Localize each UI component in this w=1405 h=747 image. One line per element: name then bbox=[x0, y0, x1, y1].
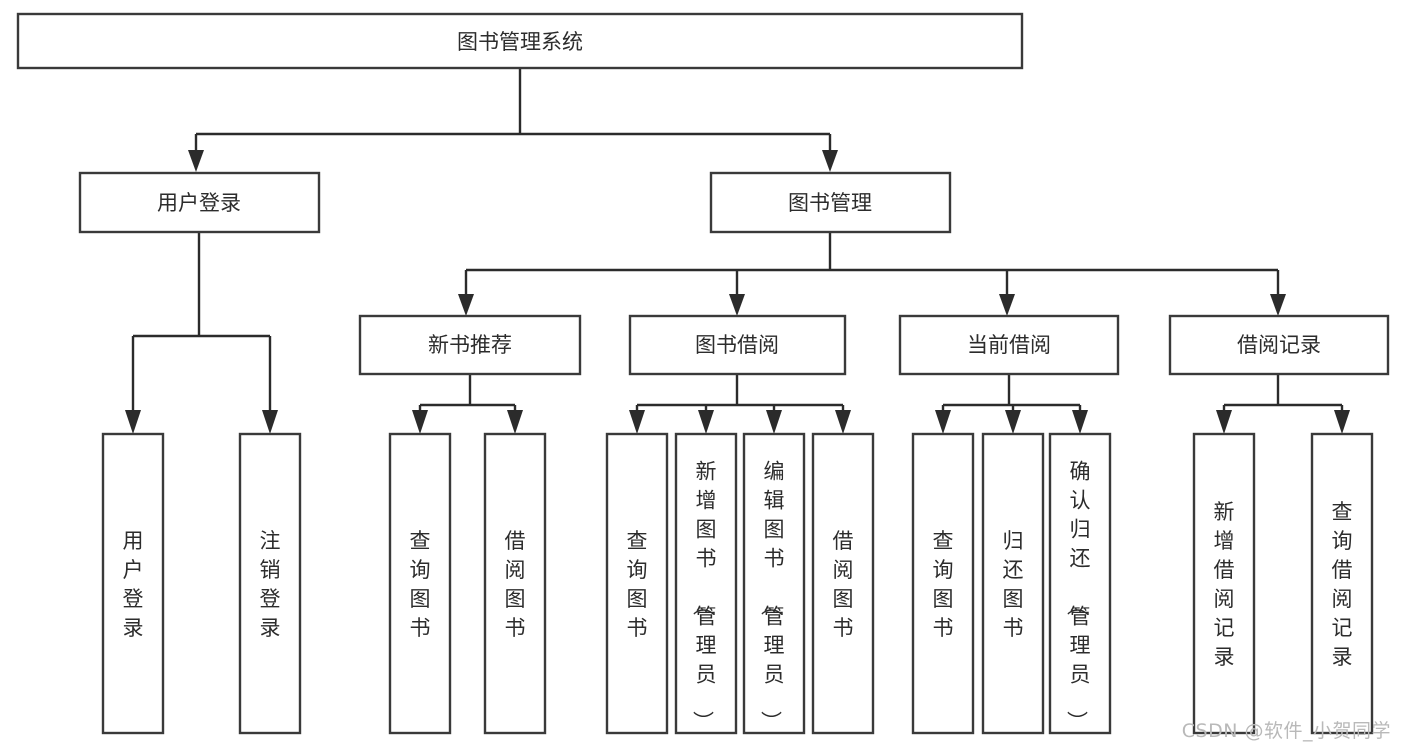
node-leaf-logout-label: 注销登录 bbox=[260, 529, 281, 640]
node-leaf-borrow-book-2-box[interactable] bbox=[811, 432, 875, 735]
arrow-head-current-leaf-2 bbox=[1005, 410, 1021, 434]
node-leaf-edit-book-admin-label: 编辑图书（管理员） bbox=[759, 460, 785, 732]
node-leaf-borrow-book-1-box[interactable] bbox=[483, 432, 547, 735]
node-leaf-edit-book-admin-box[interactable] bbox=[742, 432, 806, 735]
node-book-management-label: 图书管理 bbox=[788, 191, 872, 215]
arrow-head-book-mgmt bbox=[822, 150, 838, 172]
node-book-borrow-label: 图书借阅 bbox=[695, 333, 779, 357]
node-leaf-edit-book-admin[interactable]: 编辑图书（管理员） bbox=[742, 432, 806, 735]
arrow-head-borrow-leaf-3 bbox=[766, 410, 782, 434]
node-new-book-recommend-label: 新书推荐 bbox=[428, 333, 512, 357]
node-leaf-borrow-book-1[interactable]: 借阅图书 bbox=[483, 432, 547, 735]
node-leaf-confirm-return-admin[interactable]: 确认归还（管理员） bbox=[1048, 432, 1112, 735]
node-leaf-borrow-book-1-label: 借阅图书 bbox=[505, 529, 526, 640]
node-leaf-query-book-1-box[interactable] bbox=[388, 432, 452, 735]
node-root-box[interactable] bbox=[16, 12, 1024, 70]
node-leaf-add-borrow-record[interactable]: 新增借阅记录 bbox=[1192, 432, 1256, 735]
node-leaf-logout-box[interactable] bbox=[238, 432, 302, 735]
node-borrow-record[interactable]: 借阅记录 bbox=[1168, 314, 1390, 376]
node-current-borrow-label: 当前借阅 bbox=[967, 333, 1051, 357]
arrow-head-current-leaf-3 bbox=[1072, 410, 1088, 434]
arrow-head-new-book-rec bbox=[458, 294, 474, 316]
node-user-login[interactable]: 用户登录 bbox=[78, 171, 321, 234]
node-leaf-add-book-admin-box[interactable] bbox=[674, 432, 738, 735]
node-leaf-add-book-admin-label: 新增图书（管理员） bbox=[691, 460, 717, 732]
node-leaf-query-borrow-record-label: 查询借阅记录 bbox=[1332, 500, 1353, 669]
arrow-head-borrow-leaf-4 bbox=[835, 410, 851, 434]
node-leaf-user-login-label: 用户登录 bbox=[123, 529, 144, 640]
node-current-borrow[interactable]: 当前借阅 bbox=[898, 314, 1120, 376]
node-user-login-label: 用户登录 bbox=[157, 191, 241, 215]
node-borrow-record-box[interactable] bbox=[1168, 314, 1390, 376]
node-leaf-confirm-return-admin-label: 确认归还（管理员） bbox=[1065, 460, 1091, 732]
node-leaf-query-borrow-record[interactable]: 查询借阅记录 bbox=[1310, 432, 1374, 735]
arrow-head-current-leaf-1 bbox=[935, 410, 951, 434]
node-book-management[interactable]: 图书管理 bbox=[709, 171, 952, 234]
arrow-head-current-borrow bbox=[999, 294, 1015, 316]
arrow-head-record-leaf-2 bbox=[1334, 410, 1350, 434]
arrow-head-leaf-logout bbox=[262, 410, 278, 434]
node-leaf-borrow-book-2-label: 借阅图书 bbox=[833, 529, 854, 640]
arrow-head-newbook-leaf-2 bbox=[507, 410, 523, 434]
node-leaf-query-book-1[interactable]: 查询图书 bbox=[388, 432, 452, 735]
node-leaf-query-book-3-box[interactable] bbox=[911, 432, 975, 735]
node-current-borrow-box[interactable] bbox=[898, 314, 1120, 376]
arrow-head-newbook-leaf-1 bbox=[412, 410, 428, 434]
node-leaf-confirm-return-admin-box[interactable] bbox=[1048, 432, 1112, 735]
node-borrow-record-label: 借阅记录 bbox=[1237, 333, 1321, 357]
node-leaf-query-borrow-record-box[interactable] bbox=[1310, 432, 1374, 735]
arrow-head-user-login bbox=[188, 150, 204, 172]
node-new-book-recommend[interactable]: 新书推荐 bbox=[358, 314, 582, 376]
arrow-head-record-leaf-1 bbox=[1216, 410, 1232, 434]
node-leaf-query-book-1-label: 查询图书 bbox=[410, 529, 431, 640]
arrow-head-leaf-user-login bbox=[125, 410, 141, 434]
node-leaf-add-borrow-record-label: 新增借阅记录 bbox=[1214, 500, 1235, 669]
node-root[interactable]: 图书管理系统 bbox=[16, 12, 1024, 70]
node-leaf-return-book-box[interactable] bbox=[981, 432, 1045, 735]
node-leaf-borrow-book-2[interactable]: 借阅图书 bbox=[811, 432, 875, 735]
node-leaf-query-book-3-label: 查询图书 bbox=[933, 529, 954, 640]
arrow-head-borrow-record bbox=[1270, 294, 1286, 316]
node-leaf-user-login[interactable]: 用户登录 bbox=[101, 432, 165, 735]
arrow-head-borrow-leaf-1 bbox=[629, 410, 645, 434]
node-leaf-add-borrow-record-box[interactable] bbox=[1192, 432, 1256, 735]
arrow-head-book-borrow bbox=[729, 294, 745, 316]
node-leaf-logout[interactable]: 注销登录 bbox=[238, 432, 302, 735]
node-leaf-query-book-3[interactable]: 查询图书 bbox=[911, 432, 975, 735]
connector-layer bbox=[125, 68, 1350, 434]
node-book-borrow[interactable]: 图书借阅 bbox=[628, 314, 847, 376]
node-book-borrow-box[interactable] bbox=[628, 314, 847, 376]
node-new-book-recommend-box[interactable] bbox=[358, 314, 582, 376]
node-leaf-return-book-label: 归还图书 bbox=[1003, 529, 1024, 640]
node-leaf-query-book-2-label: 查询图书 bbox=[627, 529, 648, 640]
node-leaf-query-book-2-box[interactable] bbox=[605, 432, 669, 735]
node-root-label: 图书管理系统 bbox=[457, 30, 583, 54]
node-leaf-add-book-admin[interactable]: 新增图书（管理员） bbox=[674, 432, 738, 735]
node-leaf-return-book[interactable]: 归还图书 bbox=[981, 432, 1045, 735]
node-leaf-user-login-box[interactable] bbox=[101, 432, 165, 735]
node-leaf-query-book-2[interactable]: 查询图书 bbox=[605, 432, 669, 735]
arrow-head-borrow-leaf-2 bbox=[698, 410, 714, 434]
node-user-login-box[interactable] bbox=[78, 171, 321, 234]
node-book-management-box[interactable] bbox=[709, 171, 952, 234]
